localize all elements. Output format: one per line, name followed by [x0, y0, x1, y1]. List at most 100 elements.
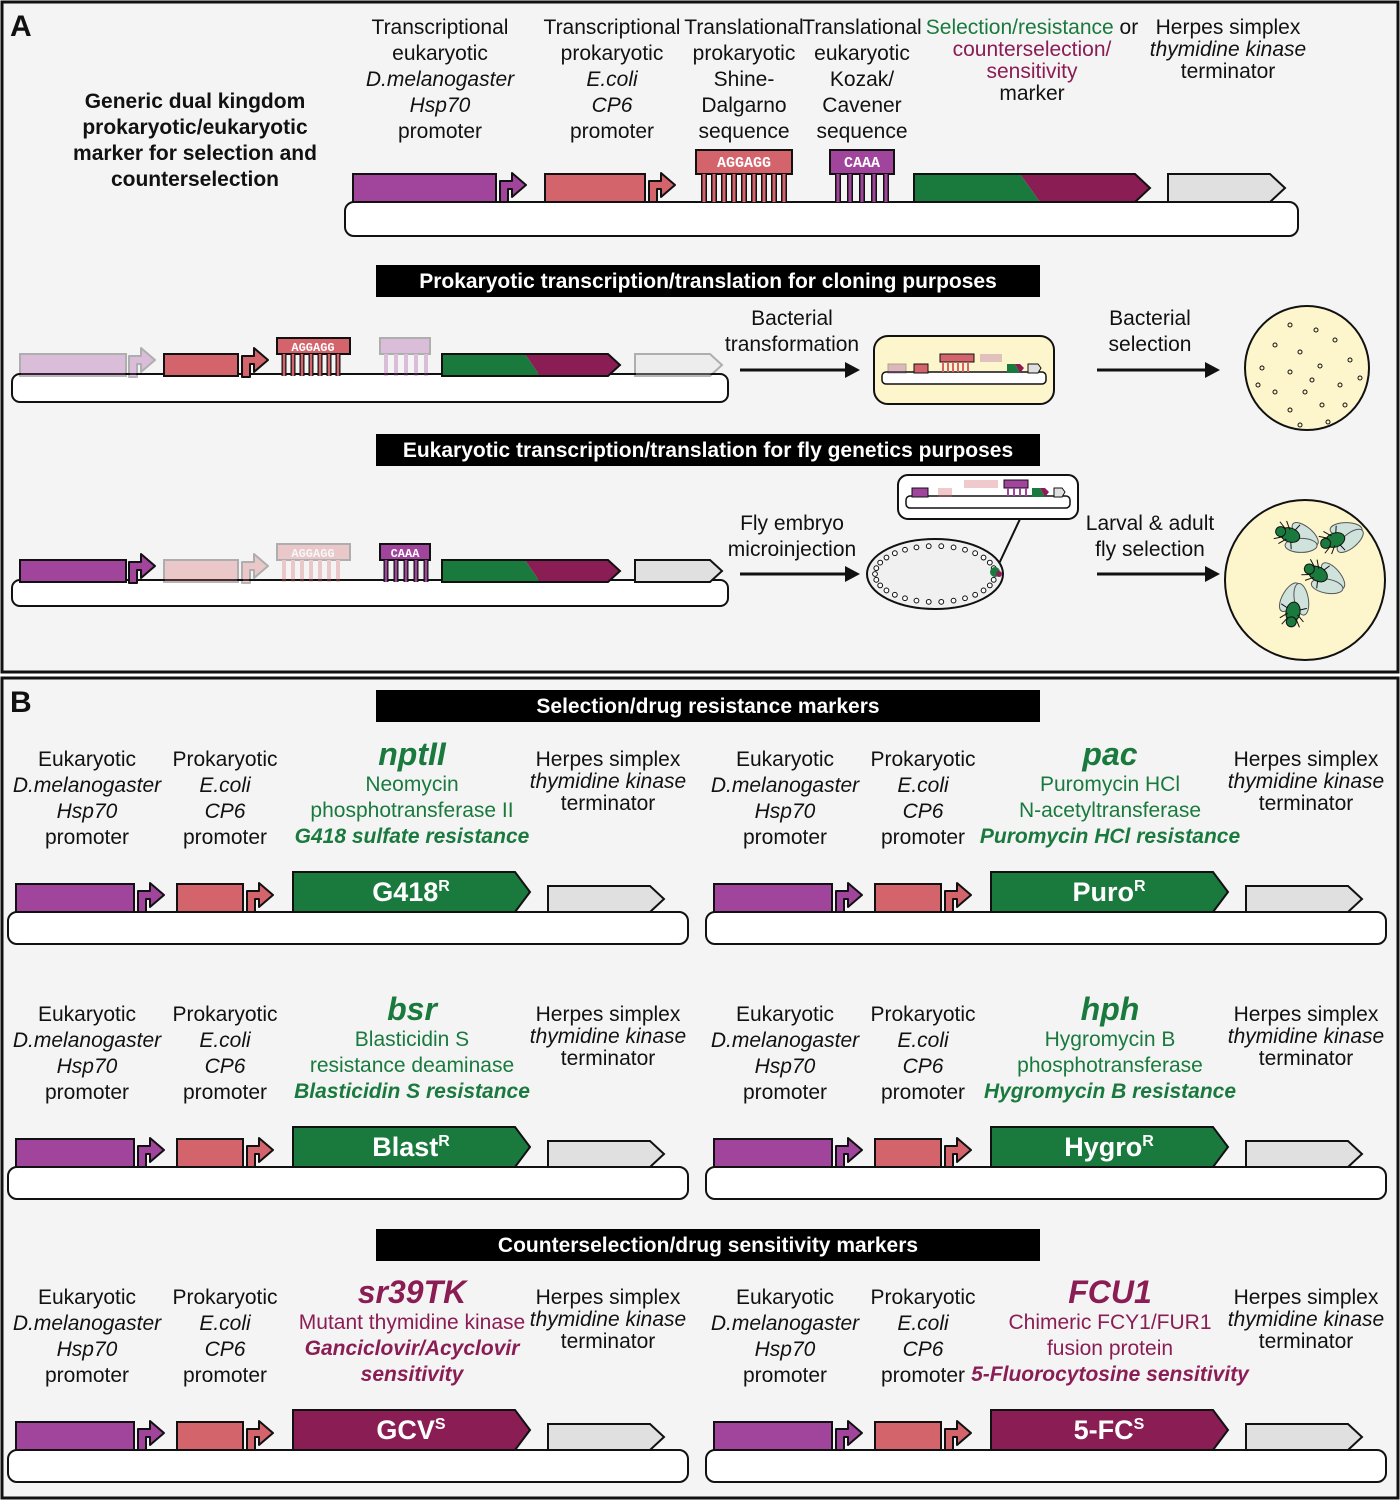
svg-text:Kozak/: Kozak/	[830, 68, 894, 91]
gene-description: N-acetyltransferase	[1019, 799, 1201, 822]
euk-promoter-label: D.melanogaster	[13, 1312, 162, 1335]
terminator-label: Herpes simplex	[536, 1286, 681, 1309]
gene-name: pac	[1081, 736, 1137, 772]
pro-promoter-block	[176, 1421, 244, 1451]
plasmid-backbone	[7, 911, 689, 945]
euk-construct: AGGAGG CAAA	[11, 543, 729, 607]
pro-promoter-label: E.coli	[199, 1029, 252, 1052]
terminator-label: Herpes simplex	[1234, 748, 1379, 771]
marker-block	[292, 871, 532, 913]
euk-promoter-block	[713, 1421, 833, 1451]
svg-text:sensitivity: sensitivity	[986, 60, 1078, 83]
svg-text:prokaryotic: prokaryotic	[561, 42, 664, 65]
marker-bar-label: BlastR	[372, 1132, 450, 1162]
panel-b-letter: B	[10, 686, 32, 719]
plasmid-backbone	[705, 1166, 1387, 1200]
pro-promoter-label: Prokaryotic	[172, 748, 277, 771]
pro-promoter-block	[874, 1421, 942, 1451]
pro-promoter-block	[176, 1138, 244, 1168]
svg-text:sequence: sequence	[698, 120, 789, 143]
title-line-4: counterselection	[111, 168, 279, 191]
terminator-label: terminator	[1259, 1047, 1354, 1070]
gene-name: sr39TK	[358, 1274, 469, 1310]
fly-vial	[1224, 499, 1386, 661]
pro-promoter-block	[874, 883, 942, 913]
pro-promoter-label: E.coli	[897, 1312, 950, 1335]
terminator-label: thymidine kinase	[1228, 1025, 1384, 1048]
label-shine-dalgarno: Translational prokaryotic Shine- Dalgarn…	[684, 16, 803, 143]
pro-promoter-label: CP6	[903, 1338, 944, 1361]
terminator-label: Herpes simplex	[1234, 1003, 1379, 1026]
svg-text:Bacterial: Bacterial	[1109, 307, 1191, 330]
plasmid-backbone	[7, 1166, 689, 1200]
gene-effect: Blasticidin S resistance	[294, 1080, 530, 1103]
prok-header-bar	[376, 265, 1040, 297]
euk-promoter-label: promoter	[743, 1364, 827, 1387]
pro-promoter-label: CP6	[903, 800, 944, 823]
euk-promoter-label: Eukaryotic	[736, 748, 834, 771]
panel-a-letter: A	[10, 10, 32, 43]
pro-promoter-label: promoter	[183, 826, 267, 849]
terminator-block	[1245, 1140, 1364, 1168]
gene-description: Neomycin	[365, 773, 458, 796]
plasmid-backbone	[344, 201, 1299, 237]
svg-text:Herpes simplex: Herpes simplex	[1156, 16, 1301, 39]
euk-kozak-sequence: CAAA	[391, 547, 421, 561]
gene-description: Puromycin HCl	[1040, 773, 1180, 796]
main-construct: AGGAGG CAAA	[344, 149, 1299, 237]
gene-effect: Puromycin HCl resistance	[980, 825, 1241, 848]
terminator-label: terminator	[1259, 1330, 1354, 1353]
fly-icon	[1301, 558, 1346, 595]
marker-bar-label: GCVS	[376, 1415, 446, 1445]
terminator-label: terminator	[561, 792, 656, 815]
terminator-block	[547, 1423, 666, 1451]
kozak-element: CAAA	[829, 149, 895, 202]
marker-bar-label: HygroR	[1064, 1132, 1154, 1162]
svg-text:transformation: transformation	[725, 333, 859, 356]
terminator-label: thymidine kinase	[1228, 770, 1384, 793]
euk-header: Eukaryotic transcription/translation for…	[403, 439, 1013, 462]
svg-text:marker: marker	[999, 82, 1064, 105]
euk-promoter-block	[15, 1421, 135, 1451]
terminator-label: thymidine kinase	[530, 1025, 686, 1048]
pro-promoter-label: promoter	[183, 1364, 267, 1387]
bacterium-mini-construct	[873, 335, 1055, 405]
gene-description: resistance deaminase	[310, 1054, 514, 1077]
gene-name: FCU1	[1068, 1274, 1152, 1310]
svg-text:Transcriptional: Transcriptional	[372, 16, 509, 39]
marker-or-text: or	[1114, 16, 1139, 39]
euk-promoter-label: Hsp70	[755, 800, 816, 823]
marker-bar-label: PuroR	[1072, 877, 1146, 907]
svg-text:sequence: sequence	[816, 120, 907, 143]
euk-promoter-label: Hsp70	[57, 1338, 118, 1361]
euk-promoter-label: promoter	[45, 826, 129, 849]
pro-promoter-label: E.coli	[199, 774, 252, 797]
label-kozak: Translational eukaryotic Kozak/ Cavener …	[802, 16, 921, 143]
terminator-label: thymidine kinase	[530, 770, 686, 793]
terminator-label: terminator	[1259, 792, 1354, 815]
terminator-block	[547, 885, 666, 913]
title-line-2: prokaryotic/eukaryotic	[82, 116, 308, 139]
euk-promoter-label: D.melanogaster	[711, 1029, 860, 1052]
gene-description: Hygromycin B	[1045, 1028, 1176, 1051]
svg-text:selection: selection	[1109, 333, 1192, 356]
pro-promoter-label: Prokaryotic	[870, 1286, 975, 1309]
euk-promoter-block	[713, 883, 833, 913]
gene-effect: Hygromycin B resistance	[984, 1080, 1236, 1103]
injection-construct	[897, 474, 1079, 569]
marker-bar-label: G418R	[372, 877, 450, 907]
marker-card-fcu1: EukaryoticD.melanogasterHsp70promoterPro…	[705, 1274, 1387, 1483]
marker-block	[990, 871, 1230, 913]
counter-header-bar	[376, 1229, 1040, 1261]
marker-block	[292, 1126, 532, 1168]
svg-text:prokaryotic: prokaryotic	[693, 42, 796, 65]
svg-text:fly selection: fly selection	[1095, 538, 1205, 561]
euk-promoter-label: Eukaryotic	[38, 1286, 136, 1309]
pro-promoter-label: Prokaryotic	[172, 1286, 277, 1309]
plasmid-backbone	[705, 1449, 1387, 1483]
svg-text:thymidine kinase: thymidine kinase	[1150, 38, 1306, 61]
label-terminator: Herpes simplex thymidine kinase terminat…	[1150, 16, 1306, 83]
euk-promoter-label: D.melanogaster	[13, 774, 162, 797]
euk-promoter-block	[15, 883, 135, 913]
